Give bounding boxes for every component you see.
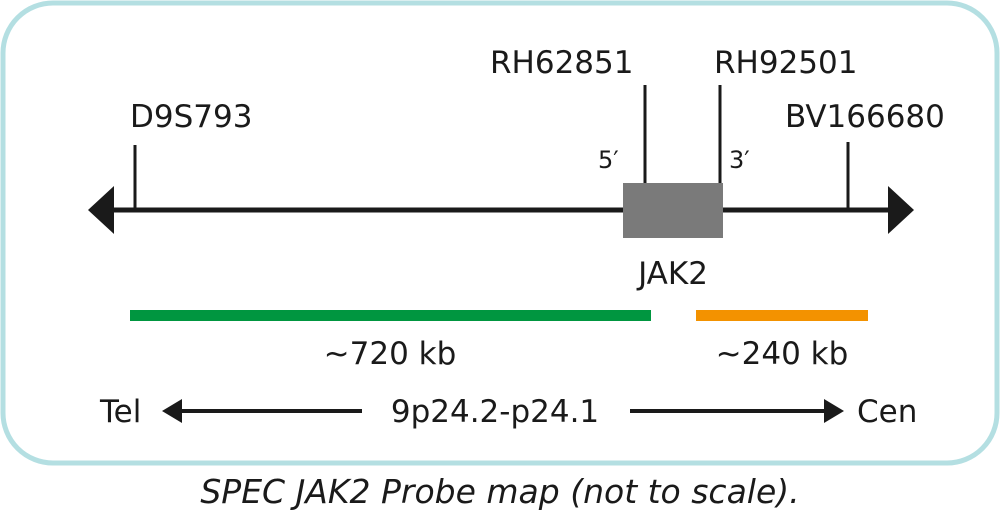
cen-label: Cen <box>857 394 917 430</box>
marker-label-rh62851: RH62851 <box>490 45 633 81</box>
right-arrowhead-icon <box>888 186 914 234</box>
marker-label-rh92501: RH92501 <box>714 45 857 81</box>
three-prime-label: 3′ <box>729 146 750 174</box>
marker-label-bv166680: BV166680 <box>785 99 945 135</box>
probe-size-green: ~720 kb <box>324 336 457 372</box>
cen-arrowhead-icon <box>824 399 844 423</box>
marker-label-d9s793: D9S793 <box>130 99 252 135</box>
tel-arrowhead-icon <box>162 399 182 423</box>
figure-caption: SPEC JAK2 Probe map (not to scale). <box>200 472 800 511</box>
jak2-gene-box <box>623 183 723 238</box>
frame-border <box>0 0 1000 466</box>
band-label: 9p24.2-p24.1 <box>391 394 599 430</box>
left-arrowhead-icon <box>88 186 114 234</box>
tel-label: Tel <box>99 394 141 430</box>
probe-bar-green <box>130 310 651 321</box>
five-prime-label: 5′ <box>598 146 619 174</box>
probe-bar-orange <box>696 310 868 321</box>
probe-size-orange: ~240 kb <box>716 336 849 372</box>
probe-map-diagram: D9S793 RH62851 RH92501 BV166680 5′ 3′ JA… <box>0 0 1000 466</box>
gene-label: JAK2 <box>636 256 708 292</box>
